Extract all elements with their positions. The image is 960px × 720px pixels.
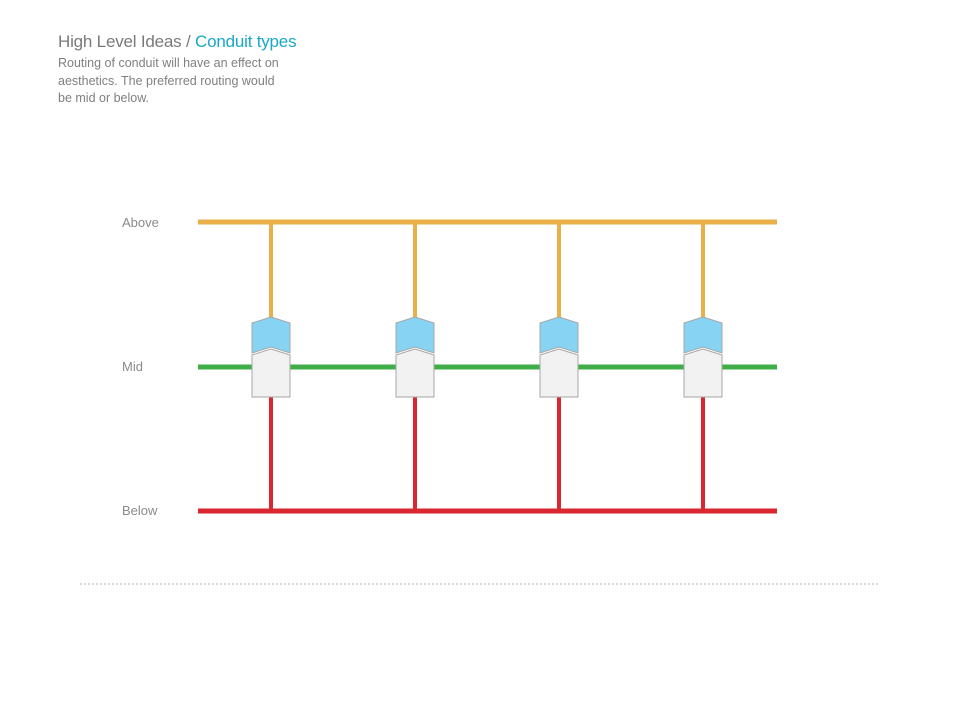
page-description: Routing of conduit will have an effect o… [58,56,279,105]
device-cap [251,316,291,354]
title-prefix: High Level Ideas [58,32,182,51]
level-label-mid: Mid [122,359,143,374]
conduit-drops [269,222,705,511]
header: High Level Ideas / Conduit types Routing… [58,31,358,108]
device-cap [683,316,723,354]
title-separator: / [181,32,196,51]
devices [251,316,723,398]
device-cap [539,316,579,354]
device-cap [395,316,435,354]
page-title: High Level Ideas / Conduit types [58,31,358,53]
device [539,316,579,398]
device [683,316,723,398]
device [395,316,435,398]
title-accent: Conduit types [195,32,297,51]
device-body [683,348,723,398]
level-label-above: Above [122,215,159,230]
device-body [251,348,291,398]
device-body [395,348,435,398]
device [251,316,291,398]
conduit-rails [198,219,777,514]
level-label-below: Below [122,503,158,518]
device-body [539,348,579,398]
